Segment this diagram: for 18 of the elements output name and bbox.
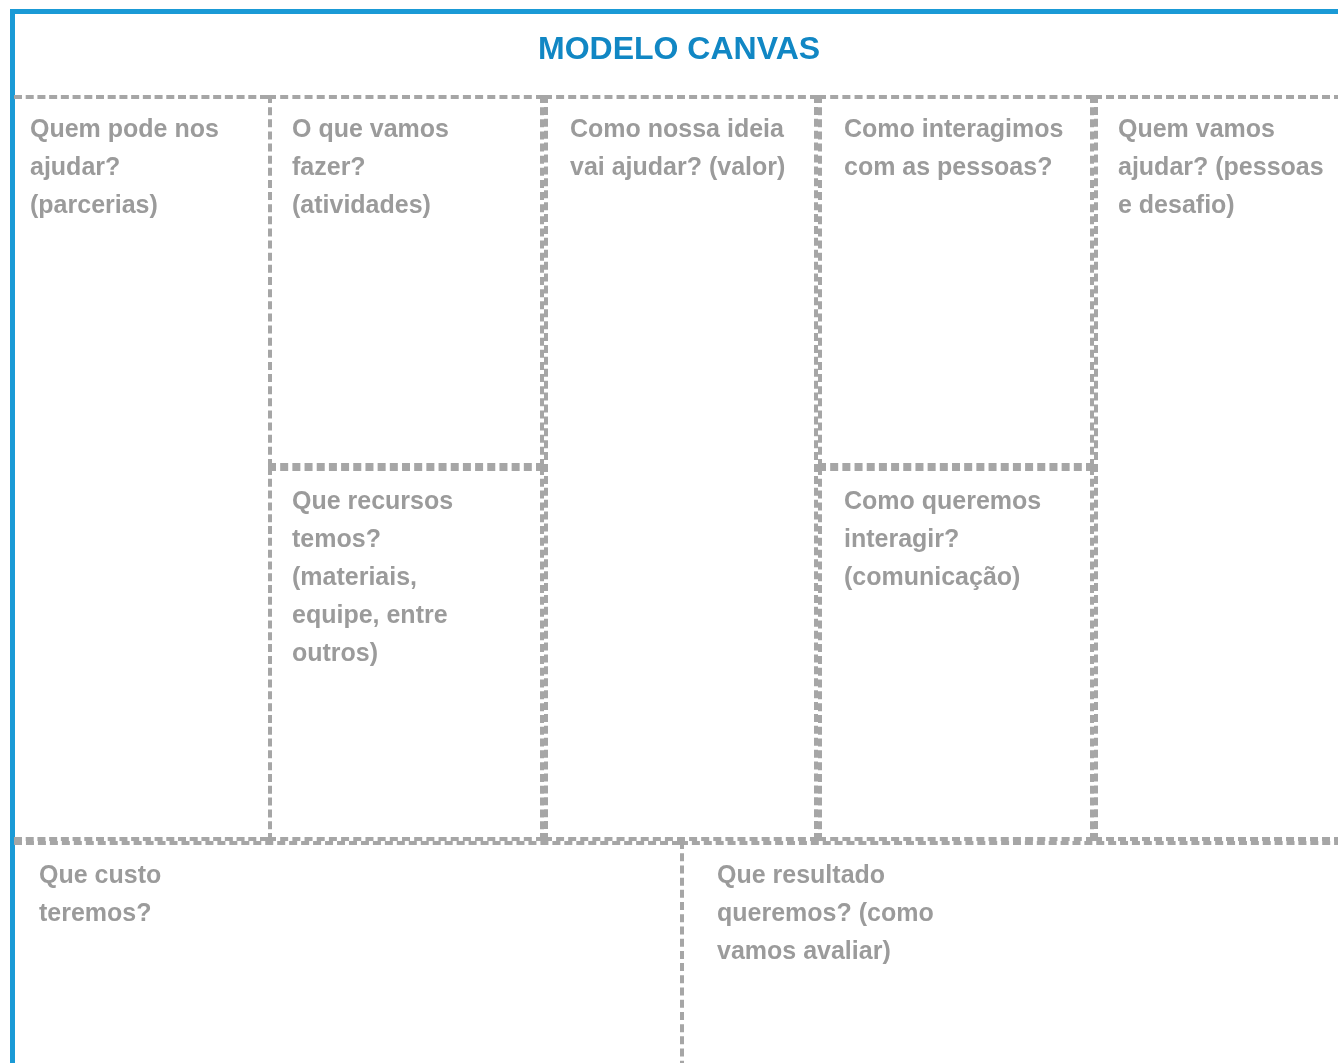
cell-question: Quem vamos ajudar? (pessoas e desafio) [1118, 113, 1325, 220]
canvas-cell [818, 467, 1094, 841]
canvas-cell [268, 467, 544, 841]
canvas-cell [14, 95, 268, 841]
title: MODELO CANVAS [538, 30, 821, 67]
cell-question: Como queremos interagir? (comunicação) [844, 485, 1043, 592]
cell-question: Que recursos temos? (materiais, equipe, entre outros) [292, 485, 455, 668]
cell-question: Que custo teremos? [39, 859, 163, 928]
cell-question: Que resultado queremos? (como vamos avaliar) [717, 859, 935, 966]
canvas-cell [544, 95, 818, 841]
cell-question: Como interagimos com as pessoas? [844, 113, 1065, 182]
canvas-cell [268, 95, 544, 467]
canvas-cell [818, 95, 1094, 467]
canvas-cell [1094, 95, 1338, 841]
canvas-cell [680, 841, 1338, 1063]
cell-question: Como nossa ideia vai ajudar? (valor) [570, 113, 787, 182]
cell-question: Quem pode nos ajudar? (parcerias) [30, 113, 220, 220]
cell-question: O que vamos fazer? (atividades) [292, 113, 450, 220]
